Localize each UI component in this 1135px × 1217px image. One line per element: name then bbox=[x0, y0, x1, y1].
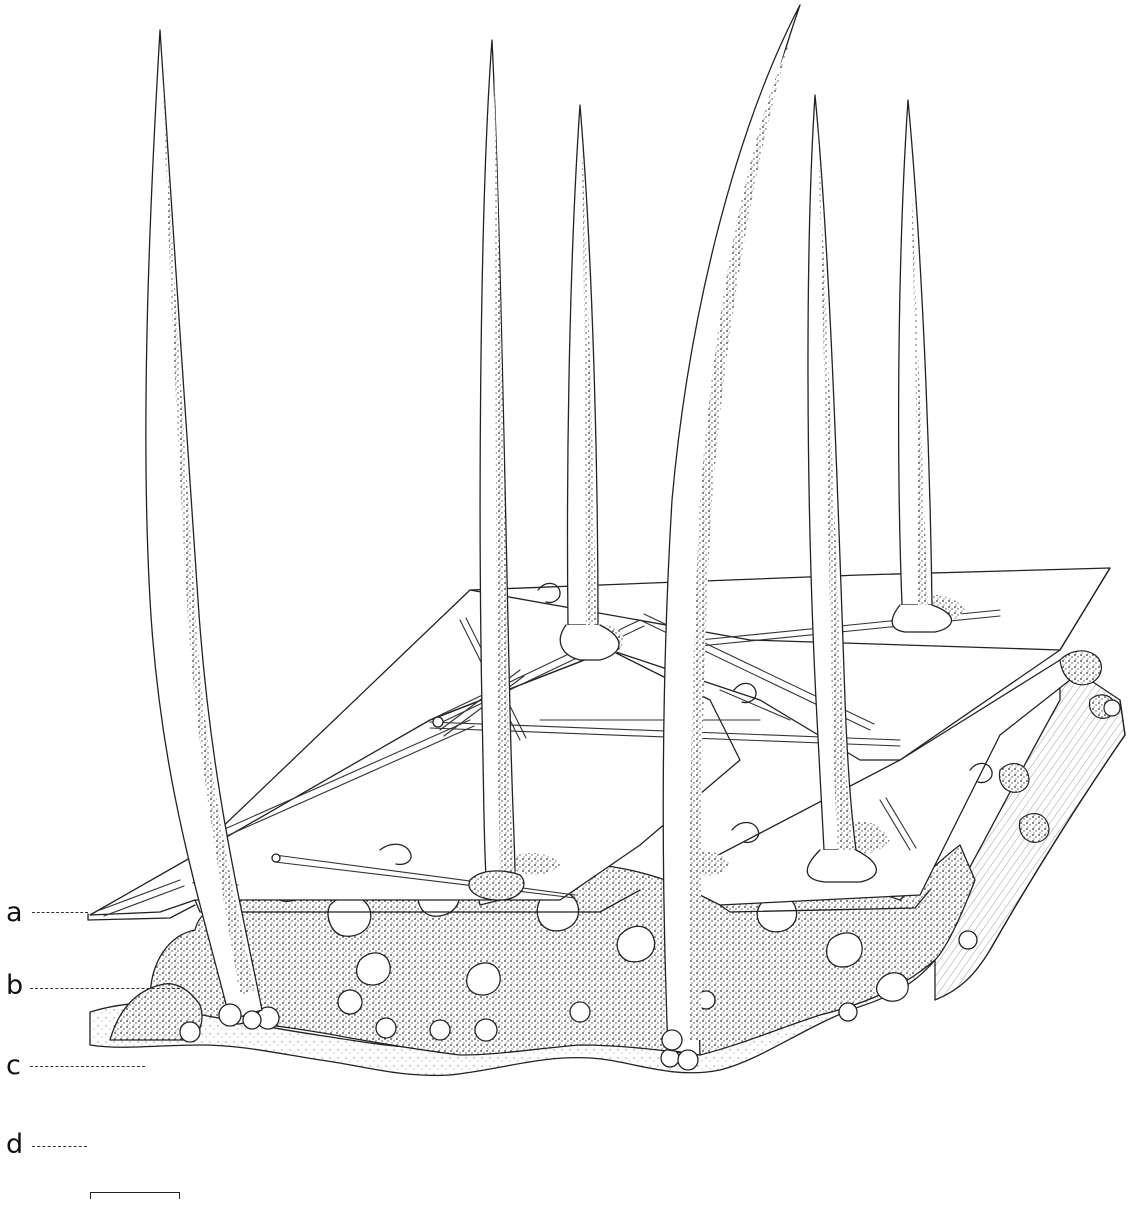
label-b: b bbox=[6, 972, 23, 999]
label-d: d bbox=[6, 1131, 23, 1158]
label-c: c bbox=[6, 1052, 21, 1079]
label-c-leader bbox=[30, 1066, 145, 1067]
label-a-leader bbox=[32, 912, 88, 913]
label-d-leader bbox=[32, 1146, 87, 1147]
scale-bar bbox=[90, 1192, 180, 1199]
label-a: a bbox=[6, 899, 23, 926]
label-b-leader bbox=[30, 988, 180, 989]
